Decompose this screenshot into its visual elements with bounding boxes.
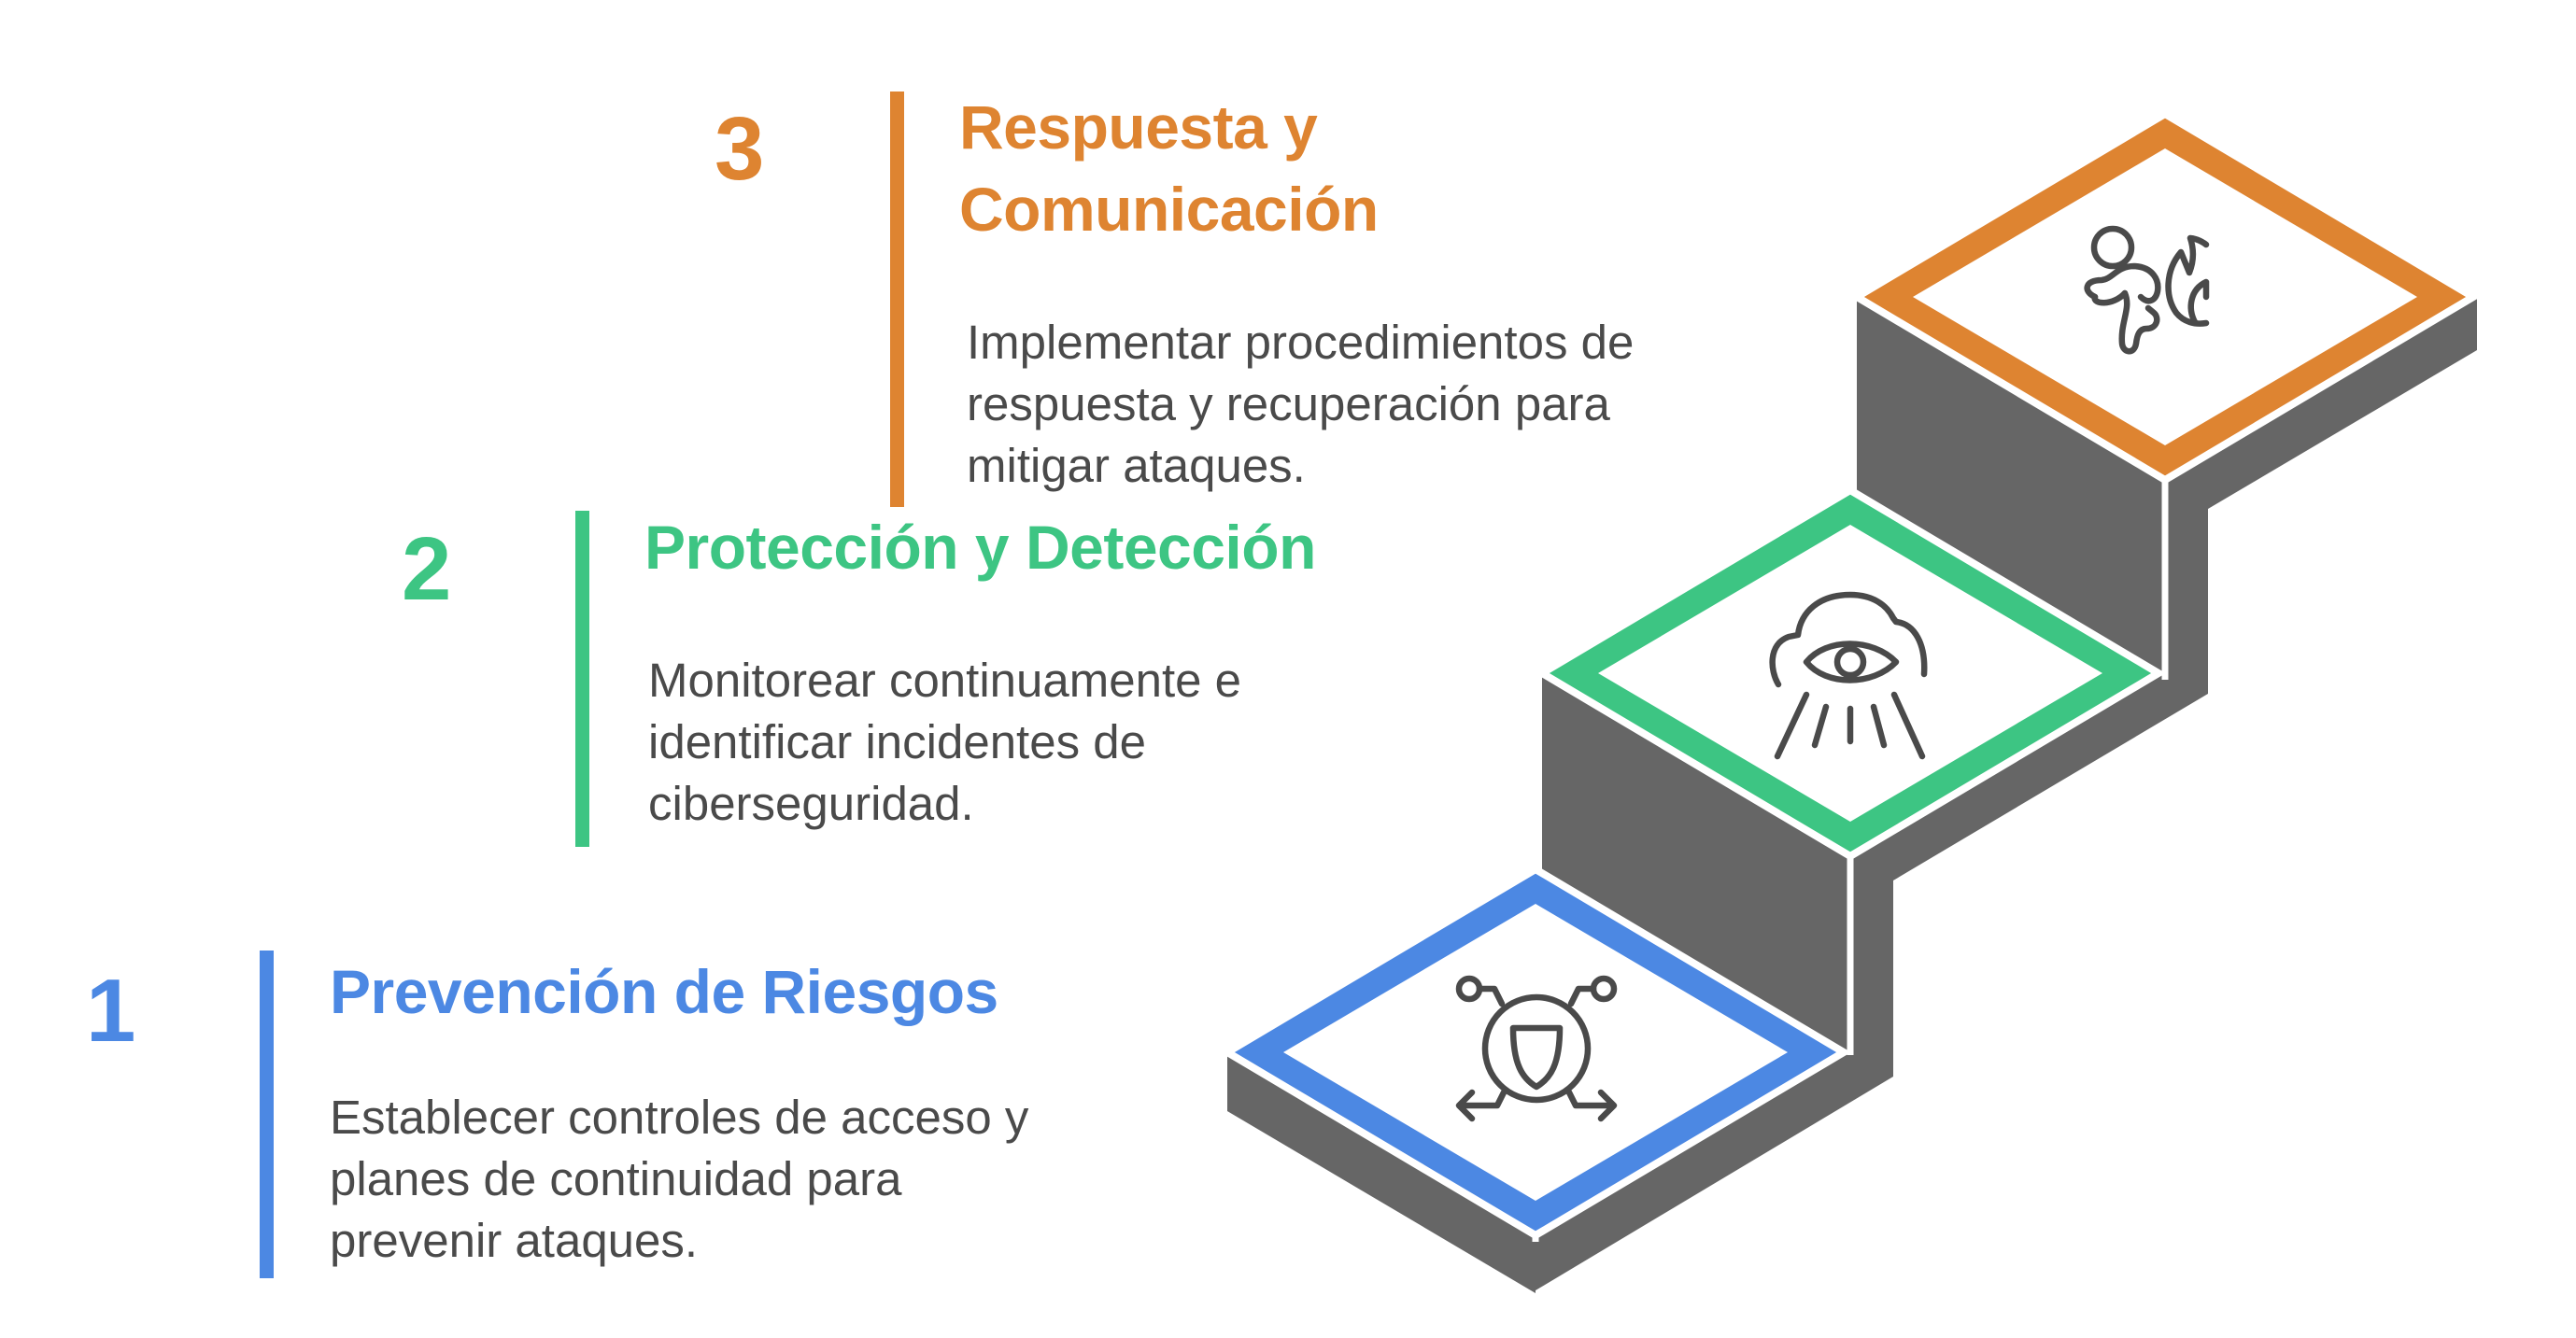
step-1-title: Prevención de Riesgos — [330, 951, 998, 1033]
step-1-description-line: prevenir ataques. — [330, 1214, 699, 1267]
step-3-number: 3 — [715, 99, 765, 199]
step-1-number: 1 — [86, 961, 136, 1061]
step-1-description-line: Establecer controles de acceso y — [330, 1091, 1029, 1144]
shield-network-icon — [1455, 975, 1618, 1122]
step-1-accent-bar — [260, 951, 274, 1278]
step-2-number: 2 — [402, 519, 452, 619]
step-1-description-line: planes de continuidad para — [330, 1152, 902, 1205]
step-2-description-line: identificar incidentes de — [648, 715, 1146, 768]
step-3-title-line: Respuesta y — [959, 92, 1318, 162]
step-1-description: Establecer controles de acceso y planes … — [330, 1087, 1028, 1272]
step-1-top — [1220, 865, 1851, 1240]
cloud-eye-surveillance-icon — [1769, 591, 1928, 760]
person-fleeing-fire-icon — [2084, 225, 2210, 355]
step-3-description-line: Implementar procedimientos de — [967, 316, 1635, 369]
step-3-title-line: Comunicación — [959, 175, 1379, 244]
step-2-title-line: Protección y Detección — [644, 513, 1316, 582]
step-1-title-line: Prevención de Riesgos — [330, 957, 998, 1026]
step-2-title: Protección y Detección — [644, 506, 1316, 588]
stair-left-face-step-3 — [1857, 297, 2165, 677]
step-2-description: Monitorear continuamente e identificar i… — [648, 650, 1241, 835]
step-2-description-line: ciberseguridad. — [648, 777, 974, 830]
stair-left-face-step-1 — [1227, 1052, 1536, 1293]
step-3-description-line: mitigar ataques. — [967, 439, 1306, 492]
step-3-title: Respuesta y Comunicación — [959, 86, 1379, 250]
stair-right-faces — [1536, 297, 2477, 1290]
step-2-accent-bar — [575, 511, 589, 847]
step-3-description: Implementar procedimientos de respuesta … — [967, 312, 1634, 497]
step-3-accent-bar — [890, 92, 904, 507]
stair-left-face-step-2 — [1542, 673, 1850, 1052]
step-3-description-line: respuesta y recuperación para — [967, 377, 1610, 430]
step-2-description-line: Monitorear continuamente e — [648, 654, 1242, 707]
step-3-top — [1849, 109, 2481, 485]
